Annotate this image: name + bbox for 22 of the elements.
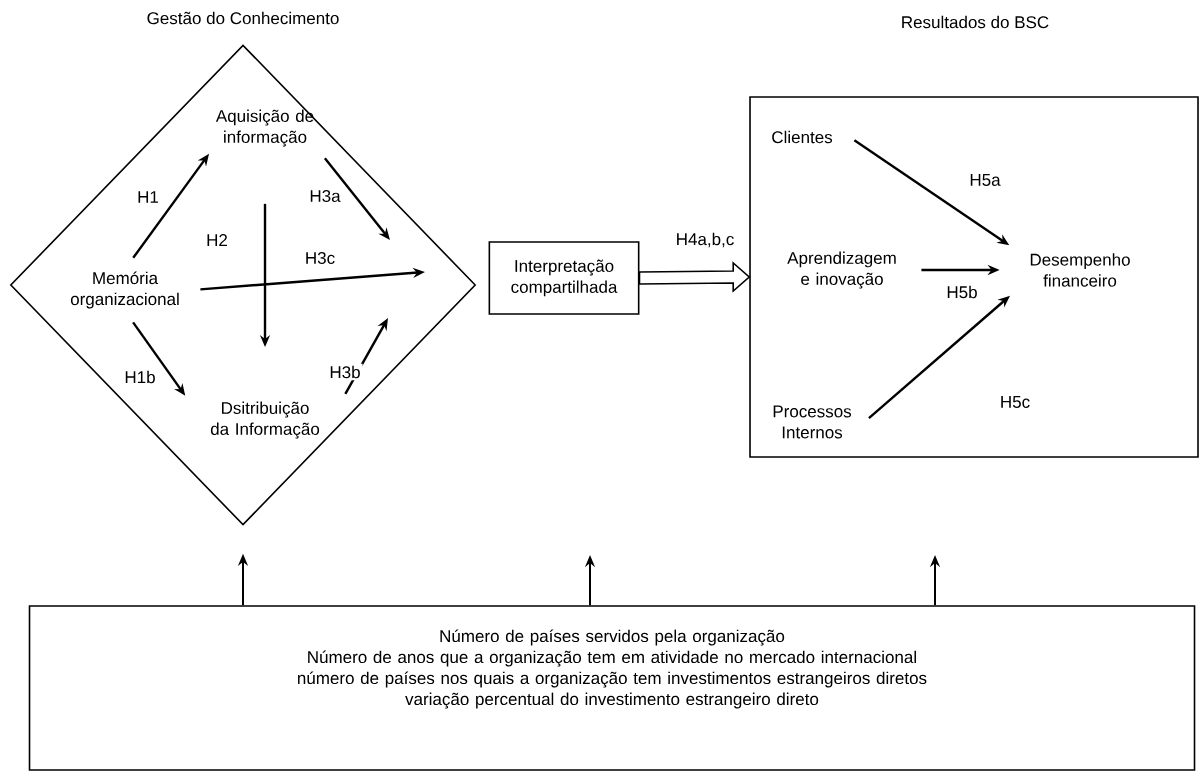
concept-label: Aprendizagem e inovação xyxy=(787,251,896,289)
edge-label: H3b xyxy=(327,363,363,381)
factors-box: Número de países servidos pela organização Número de anos que a organização tem em atividade no mercado internacional número de países nos quais a organização tem investimentos estrangeiros diretos variação percentual do investimento estrangeiro direto xyxy=(28,605,1196,771)
edge-label: H3c xyxy=(302,250,338,266)
process-box: Interpretação compartilhada xyxy=(488,241,640,315)
arrow xyxy=(638,261,751,293)
edge-label: H5b xyxy=(944,283,980,301)
concept-label: Aquisição de informação xyxy=(215,109,314,147)
edge-label: H1b xyxy=(122,368,158,386)
edge-label: H5c xyxy=(997,394,1033,410)
concept-label: Processos Internos xyxy=(773,405,852,439)
concept-label: Memória organizacional xyxy=(70,271,179,309)
edge-label: H2 xyxy=(204,232,230,248)
concept-label: Desempenho financeiro xyxy=(1030,253,1130,287)
edge-label: H3a xyxy=(307,187,343,204)
concept-label: Dsitribuição da Informação xyxy=(210,401,320,439)
node-label: Resultados do BSC xyxy=(902,15,1049,29)
node-label: Gestão do Conhecimento xyxy=(147,11,339,25)
edge-label: H5a xyxy=(967,172,1003,188)
edge-label: H4a,b,c xyxy=(673,230,737,250)
concept-label: Clientes xyxy=(772,130,833,144)
edge-label: H1 xyxy=(135,189,161,205)
